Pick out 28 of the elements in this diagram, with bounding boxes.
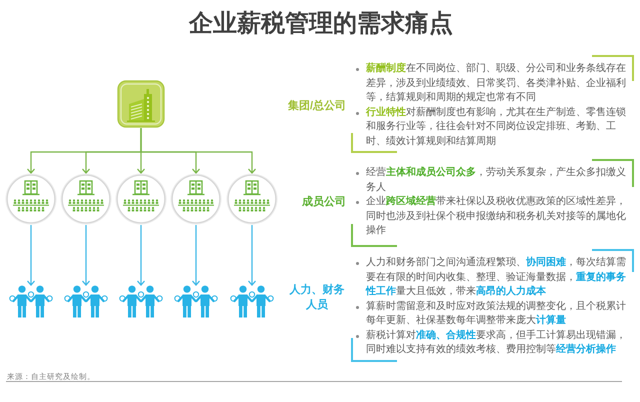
bullet-text: 行业特性对薪酬制度也有影响，尤其在生产制造、零售连锁和服务行业等，往往会针对不同岗位设定排班、考勤、工时、绩效计算规则和结算周期 [366, 106, 627, 148]
title: 企业薪税管理的需求痛点 [189, 9, 453, 39]
arrow [82, 225, 90, 286]
row-label: 成员公司 [302, 195, 346, 210]
bullet-text: 薪税计算对准确、合规性要求高，但手工计算易出现错漏，同时难以支持有效的绩效考核、费用控制等经营分析操作 [366, 328, 627, 357]
bullet-text: 经营主体和成员公司众多，劳动关系复杂，产生众多扣缴义务人 [366, 166, 627, 194]
arrow [136, 225, 146, 286]
arrow [248, 225, 256, 286]
bullet-text: 人力和财务部门之间沟通流程繁琐、协同困难，每次结算需要在有限的时间内收集、整理、验证海量数据，重复的事务性工作量大且低效，带来高昂的人力成本 [366, 256, 627, 299]
arrow [192, 225, 200, 286]
company-icon [5, 173, 57, 225]
arrow [26, 225, 36, 286]
bullet-text: 企业跨区域经营带来社保以及税收优惠政策的区域性差异，同时也涉及到社保个税申报缴纳和税务机关对接等的属地化操作 [366, 195, 627, 238]
people-icon [64, 285, 108, 318]
company-icon [115, 173, 167, 225]
company-icon [226, 173, 278, 225]
company-icon [60, 173, 112, 225]
building-icon [117, 80, 165, 128]
arrow [140, 128, 256, 174]
people-icon [174, 285, 218, 318]
bullet-text: 薪酬制度在不同岗位、部门、职级、分公司和业务条线存在差异，涉及到业绩绩效、日常奖罚、各类津补贴、企业福利等，结算规则和周期的规定也常有不同 [366, 62, 627, 105]
people-icon [9, 285, 53, 318]
people-icon [230, 285, 274, 318]
row-label: 集团/总公司 [288, 99, 346, 114]
row-label: 人力、财务人员 [288, 283, 346, 313]
bullet-text: 算薪时需留意和及时应对政策法规的调整变化，且个税累计每年更新、社保基数每年调整带来庞大计算量 [366, 300, 627, 328]
company-icon [170, 173, 222, 225]
people-icon [119, 285, 163, 318]
